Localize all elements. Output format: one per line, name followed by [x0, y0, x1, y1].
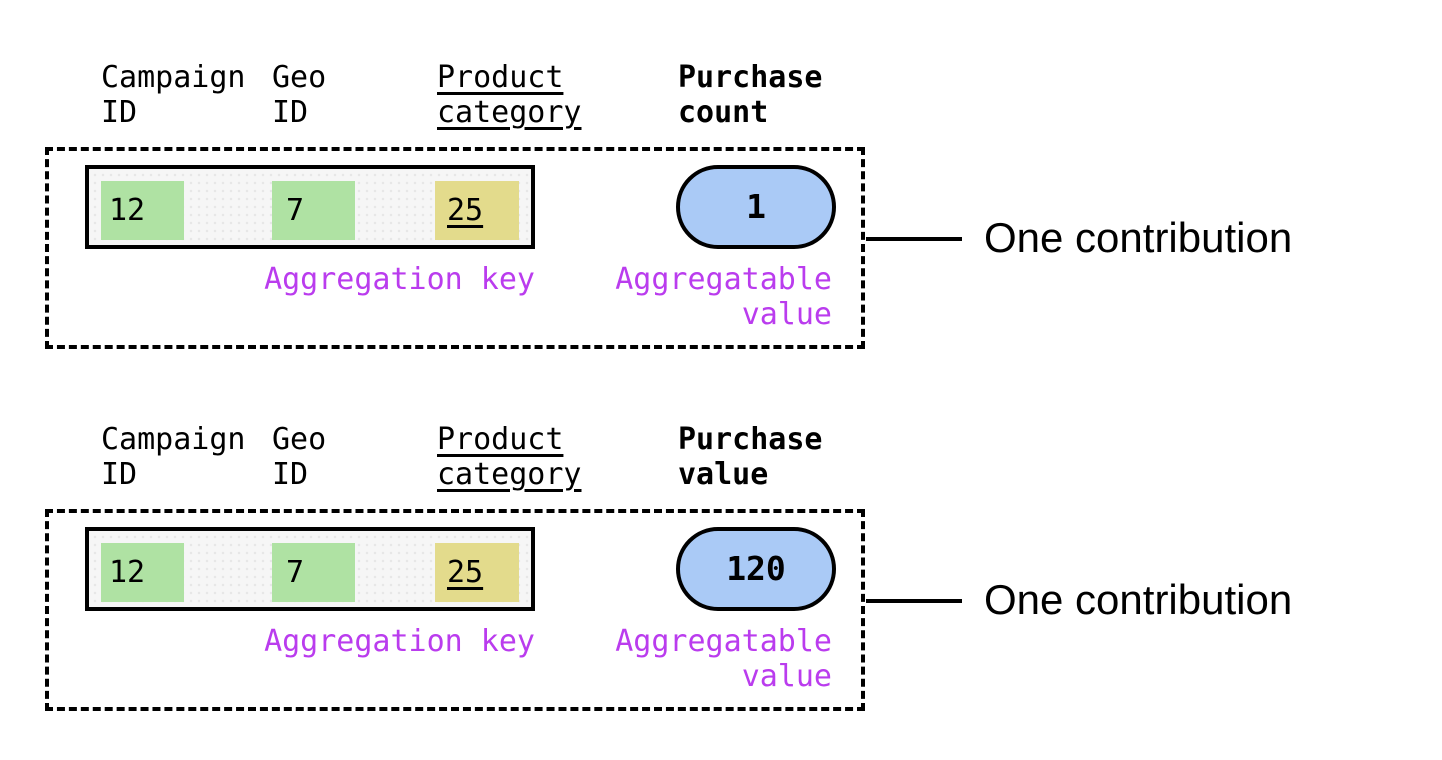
- aggregatable-value-label: Aggregatable value: [615, 624, 832, 694]
- contribution-boundary-box: [45, 147, 865, 349]
- column-header-product-category: Product category: [437, 422, 582, 492]
- contribution-label: One contribution: [984, 214, 1293, 261]
- key-cell-geo-id: 7: [272, 181, 355, 240]
- aggregatable-value-pill: 1: [676, 165, 836, 249]
- connector-line: [866, 599, 962, 603]
- contribution-boundary-box: [45, 509, 865, 711]
- column-header-purchase-value: Purchase value: [678, 422, 823, 492]
- aggregation-key-label: Aggregation key: [264, 262, 535, 297]
- contribution-section-purchase-value: Campaign ID Geo ID Product category Purc…: [0, 362, 1442, 724]
- column-header-campaign-id: Campaign ID: [101, 422, 246, 492]
- column-header-product-category: Product category: [437, 60, 582, 130]
- contribution-label: One contribution: [984, 576, 1293, 623]
- aggregatable-value-label: Aggregatable value: [615, 262, 832, 332]
- column-header-campaign-id: Campaign ID: [101, 60, 246, 130]
- connector-line: [866, 237, 962, 241]
- column-header-geo-id: Geo ID: [272, 60, 327, 130]
- key-cell-product-category: 25: [435, 181, 519, 240]
- key-cell-campaign-id: 12: [101, 181, 184, 240]
- column-header-geo-id: Geo ID: [272, 422, 327, 492]
- key-cell-geo-id: 7: [272, 543, 355, 602]
- column-header-purchase-count: Purchase count: [678, 60, 823, 130]
- aggregatable-value-pill: 120: [676, 527, 836, 611]
- aggregation-key-label: Aggregation key: [264, 624, 535, 659]
- contribution-section-purchase-count: Campaign ID Geo ID Product category Purc…: [0, 0, 1442, 362]
- key-cell-campaign-id: 12: [101, 543, 184, 602]
- key-cell-product-category: 25: [435, 543, 519, 602]
